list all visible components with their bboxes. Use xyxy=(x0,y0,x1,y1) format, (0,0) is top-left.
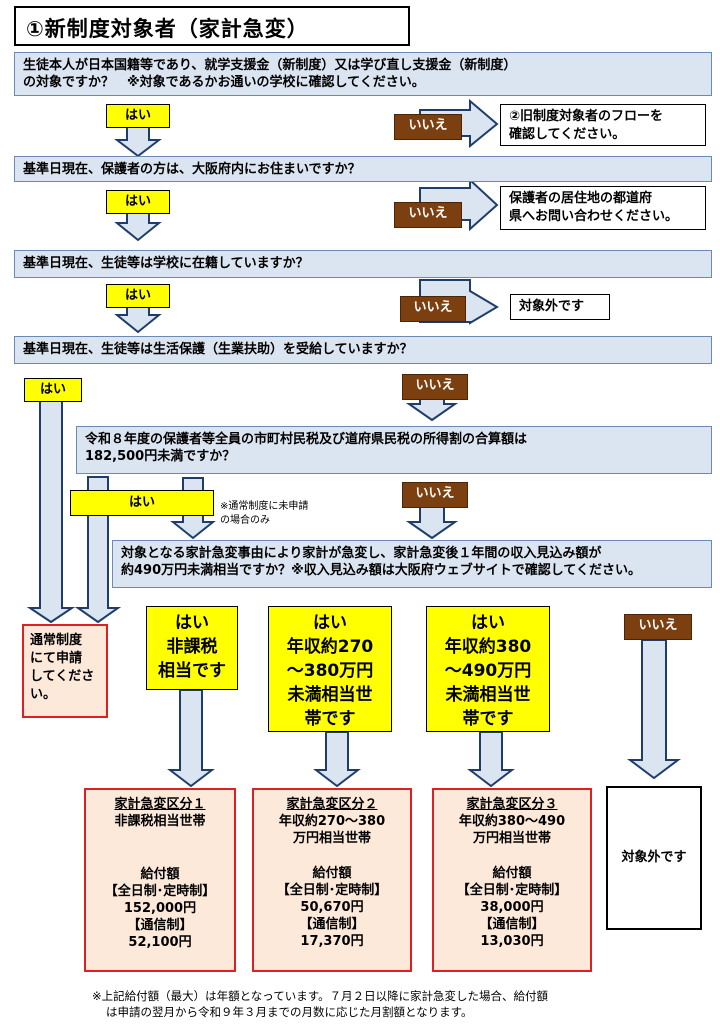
q4-yes-label: はい xyxy=(24,378,82,402)
q4-no-label: いいえ xyxy=(402,374,468,400)
q2-no-note-line2: 県へお問い合わせください。 xyxy=(509,209,679,224)
result-1-corr-label: 【通信制】 xyxy=(127,918,193,933)
question-5: 令和８年度の保護者等全員の市町村民税及び道府県民税の所得割の合算額は 182,5… xyxy=(76,426,712,474)
result-1-title: 家計急変区分１ xyxy=(114,797,206,812)
arrow-q5-no xyxy=(405,504,459,540)
result-3-fulltime-label: 【全日制･定時制】 xyxy=(456,883,568,898)
q1-no-note-line2: 確認してください。 xyxy=(509,127,626,142)
q2-no-note: 保護者の居住地の都道府 県へお問い合わせください。 xyxy=(500,186,706,230)
result-3-desc-1: 年収約380～490 xyxy=(458,814,566,829)
question-6: 対象となる家計急変事由により家計が急変し、家計急変後１年間の収入見込み額が 約4… xyxy=(112,540,712,588)
result-2-fulltime: 50,670円 xyxy=(300,900,364,915)
result-3-fulltime: 38,000円 xyxy=(480,900,544,915)
branch-1-yes: はい 非課税 相当です xyxy=(146,606,238,690)
question-1: 生徒本人が日本国籍等であり、就学支援金（新制度）又は学び直し支援金（新制度） の… xyxy=(14,52,712,96)
arrow-q1-yes xyxy=(114,126,162,158)
question-4: 基準日現在、生徒等は生活保護（生業扶助）を受給していますか？ xyxy=(14,336,712,364)
question-3: 基準日現在、生徒等は学校に在籍していますか？ xyxy=(14,250,712,278)
branch-2-yes: はい 年収約270 ～380万円 未満相当世 帯です xyxy=(268,606,392,732)
arrow-branch2 xyxy=(313,731,361,788)
result-1-fulltime-label: 【全日制･定時制】 xyxy=(104,884,216,899)
result-1-amount-label: 給付額 xyxy=(140,867,180,882)
result-3-corr: 13,030円 xyxy=(480,934,544,949)
result-1-fulltime: 152,000円 xyxy=(123,901,197,916)
branch-3-yes: はい 年収約380 ～490万円 未満相当世 帯です xyxy=(426,606,550,732)
result-category-3: 家計急変区分３ 年収約380～490 万円相当世帯 給付額 【全日制･定時制】 … xyxy=(432,788,592,972)
arrow-q2-yes xyxy=(114,211,162,242)
result-3-corr-label: 【通信制】 xyxy=(479,917,545,932)
footnote: ※上記給付額（最大）は年額となっています。７月２日以降に家計急変した場合、給付額… xyxy=(92,988,712,1024)
result-2-fulltime-label: 【全日制･定時制】 xyxy=(276,883,388,898)
question-5-line2: 182,500円未満ですか？ xyxy=(85,449,236,464)
question-2: 基準日現在、保護者の方は、大阪府内にお住まいですか？ xyxy=(14,156,712,182)
result-2-desc-2: 万円相当世帯 xyxy=(292,831,371,846)
arrow-branch3 xyxy=(467,731,515,788)
result-2-desc-1: 年収約270～380 xyxy=(278,814,386,829)
q3-no-label: いいえ xyxy=(400,296,466,322)
q5-yes-note-line2: の場合のみ xyxy=(220,515,270,526)
q2-no-note-line1: 保護者の居住地の都道府 xyxy=(509,191,653,206)
question-1-line2: の対象ですか？ ※対象であるかお通いの学校に確認してください。 xyxy=(23,75,425,90)
footnote-line1: ※上記給付額（最大）は年額となっています。７月２日以降に家計急変した場合、給付額 xyxy=(92,989,549,1003)
result-2-amount-label: 給付額 xyxy=(312,866,352,881)
q1-no-label: いいえ xyxy=(394,114,462,140)
result-not-eligible: 対象外です xyxy=(606,786,702,930)
q1-no-note-line1: ②旧制度対象者のフローを xyxy=(509,109,664,124)
result-2-corr-label: 【通信制】 xyxy=(299,917,365,932)
question-6-line1: 対象となる家計急変事由により家計が急変し、家計急変後１年間の収入見込み額が xyxy=(121,546,602,561)
result-2-title: 家計急変区分２ xyxy=(286,797,378,812)
result-2-corr: 17,370円 xyxy=(300,934,364,949)
arrow-q6-no xyxy=(627,639,681,780)
arrow-q3-yes xyxy=(114,304,162,334)
result-1-corr: 52,100円 xyxy=(128,935,192,950)
q6-no-label: いいえ xyxy=(624,614,692,640)
q5-no-label: いいえ xyxy=(402,482,468,508)
page-title: ①新制度対象者（家計急変） xyxy=(14,6,410,46)
arrow-branch1 xyxy=(167,689,215,788)
q2-yes-label: はい xyxy=(106,190,170,214)
q1-yes-label: はい xyxy=(106,104,170,128)
question-5-line1: 令和８年度の保護者等全員の市町村民税及び道府県民税の所得割の合算額は xyxy=(85,432,528,447)
q5-yes-note: ※通常制度に未申請 の場合のみ xyxy=(220,500,360,532)
footnote-line2: は申請の翌月から令和９年３月までの月数に応じた月割額となります。 xyxy=(106,1005,473,1019)
q1-no-note: ②旧制度対象者のフローを 確認してください。 xyxy=(500,104,706,146)
question-1-line1: 生徒本人が日本国籍等であり、就学支援金（新制度）又は学び直し支援金（新制度） xyxy=(23,58,517,73)
question-6-line2: 約490万円未満相当ですか？※収入見込み額は大阪府ウェブサイトで確認してください… xyxy=(121,563,641,578)
result-category-2: 家計急変区分２ 年収約270～380 万円相当世帯 給付額 【全日制･定時制】 … xyxy=(252,788,412,972)
result-category-1: 家計急変区分１ 非課税相当世帯 給付額 【全日制･定時制】 152,000円 【… xyxy=(84,788,236,972)
arrow-q4-yes xyxy=(26,397,76,624)
result-3-amount-label: 給付額 xyxy=(492,866,532,881)
result-3-title: 家計急変区分３ xyxy=(466,797,558,812)
normal-apply-box: 通常制度 にて申請 してくださ い。 xyxy=(22,624,108,718)
q5-yes-note-line1: ※通常制度に未申請 xyxy=(220,501,309,512)
q2-no-label: いいえ xyxy=(394,202,462,228)
result-1-desc: 非課税相当世帯 xyxy=(114,814,206,829)
result-3-desc-2: 万円相当世帯 xyxy=(472,831,551,846)
q5-yes-label: はい xyxy=(70,490,214,516)
q3-no-note: 対象外です xyxy=(510,294,610,320)
q3-yes-label: はい xyxy=(106,284,170,308)
